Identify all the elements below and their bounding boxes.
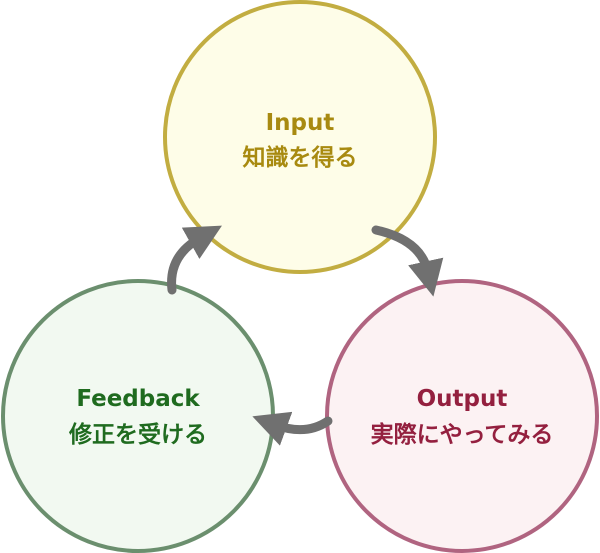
node-input-title: Input	[266, 110, 335, 136]
arrow-feedback-to-input	[167, 225, 222, 295]
node-feedback: Feedback 修正を受ける	[1, 279, 275, 553]
node-output-title: Output	[417, 386, 508, 412]
arrow-input-to-output	[371, 225, 444, 297]
node-input: Input 知識を得る	[163, 0, 437, 274]
arrow-output-to-feedback	[252, 411, 333, 446]
node-output: Output 実際にやってみる	[325, 279, 599, 553]
node-feedback-title: Feedback	[76, 386, 200, 412]
node-feedback-circle	[1, 279, 275, 553]
node-feedback-subtitle: 修正を受ける	[68, 421, 207, 448]
node-input-subtitle: 知識を得る	[243, 144, 358, 171]
node-output-subtitle: 実際にやってみる	[371, 421, 554, 448]
node-output-circle	[325, 279, 599, 553]
node-input-circle	[163, 0, 437, 274]
